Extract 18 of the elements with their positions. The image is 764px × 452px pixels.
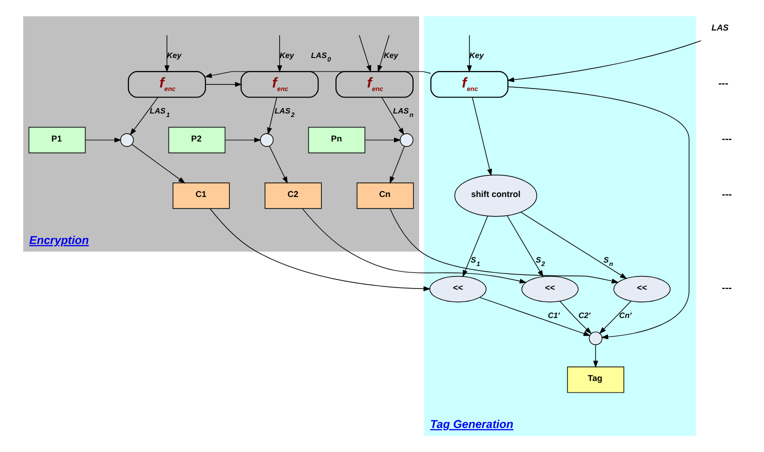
edge-label: Key bbox=[384, 50, 398, 60]
label: --- bbox=[718, 78, 728, 90]
label: --- bbox=[722, 134, 732, 145]
edge-label: C1' bbox=[548, 311, 560, 320]
edge-label: LAS$_{0}$ bbox=[311, 50, 332, 64]
edge-label: LAS$_{n}$ bbox=[393, 106, 414, 120]
edge-label: Key bbox=[469, 50, 484, 60]
label: --- bbox=[722, 190, 732, 201]
edge-label: S$_{2}$ bbox=[536, 256, 546, 268]
edge-label: S$_{1}$ bbox=[470, 256, 480, 268]
label: --- bbox=[722, 283, 732, 294]
node-text: LAS bbox=[712, 22, 729, 32]
edge-label: Cn' bbox=[619, 311, 632, 320]
edge-label: S$_{n}$ bbox=[603, 256, 614, 268]
edge-label: C2' bbox=[578, 311, 590, 320]
edge-label: LAS$_{1}$ bbox=[150, 106, 170, 120]
edge-label: Key bbox=[280, 50, 294, 60]
edge-label: LAS$_{2}$ bbox=[274, 106, 295, 120]
